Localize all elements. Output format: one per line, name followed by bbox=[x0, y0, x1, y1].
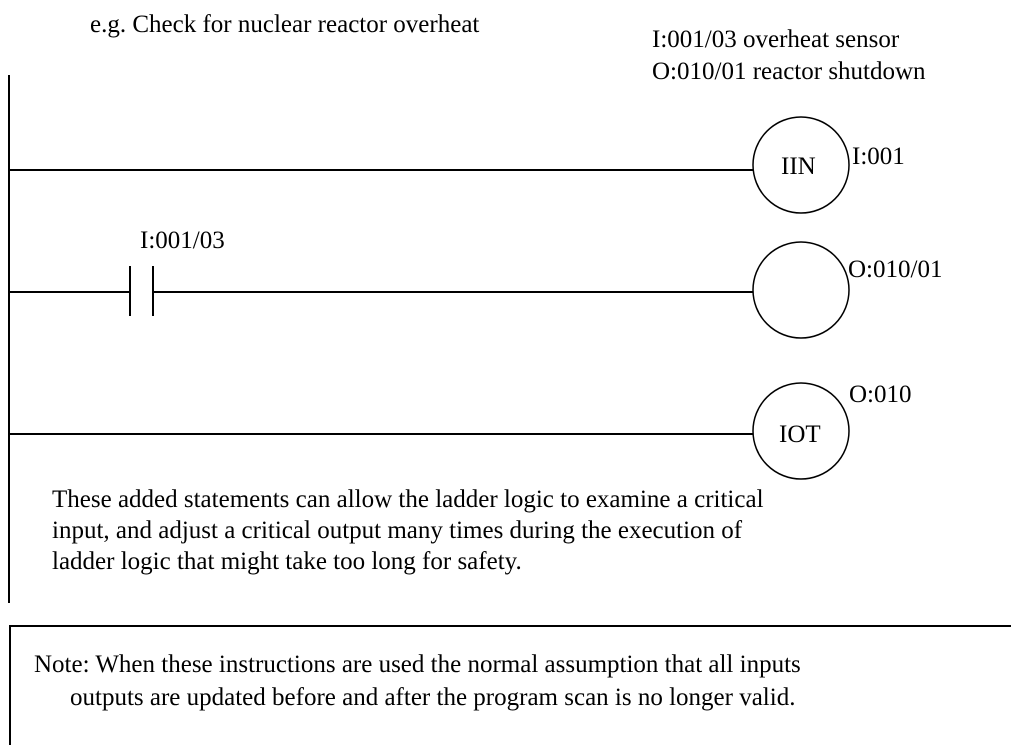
explanation-line: ladder logic that might take too long fo… bbox=[52, 548, 522, 575]
rung-3-coil bbox=[752, 382, 850, 480]
example-title: e.g. Check for nuclear reactor overheat bbox=[90, 11, 480, 38]
explanation-line: input, and adjust a critical output many… bbox=[52, 517, 743, 544]
rung-3-coil-text: IOT bbox=[779, 421, 821, 448]
explanation-paragraph: These added statements can allow the lad… bbox=[52, 484, 764, 577]
rung-2-coil-address: O:010/01 bbox=[848, 256, 943, 283]
rung-3-coil-address: O:010 bbox=[849, 381, 912, 408]
note-line: outputs are updated before and after the… bbox=[70, 684, 796, 711]
explanation-line: These added statements can allow the lad… bbox=[52, 486, 764, 513]
legend-reactor-shutdown: O:010/01 reactor shutdown bbox=[652, 58, 926, 85]
rung-1-coil-address: I:001 bbox=[852, 143, 905, 170]
note-text: Note: When these instructions are used t… bbox=[34, 648, 801, 714]
rung-1-coil-text: IIN bbox=[781, 153, 816, 180]
rung-2-coil bbox=[752, 241, 850, 339]
legend-overheat-sensor: I:001/03 overheat sensor bbox=[652, 26, 900, 53]
note-box bbox=[9, 625, 1011, 745]
rung-1-coil bbox=[752, 116, 850, 214]
note-line: Note: When these instructions are used t… bbox=[34, 651, 801, 678]
rung-2-contact-address: I:001/03 bbox=[140, 227, 225, 254]
